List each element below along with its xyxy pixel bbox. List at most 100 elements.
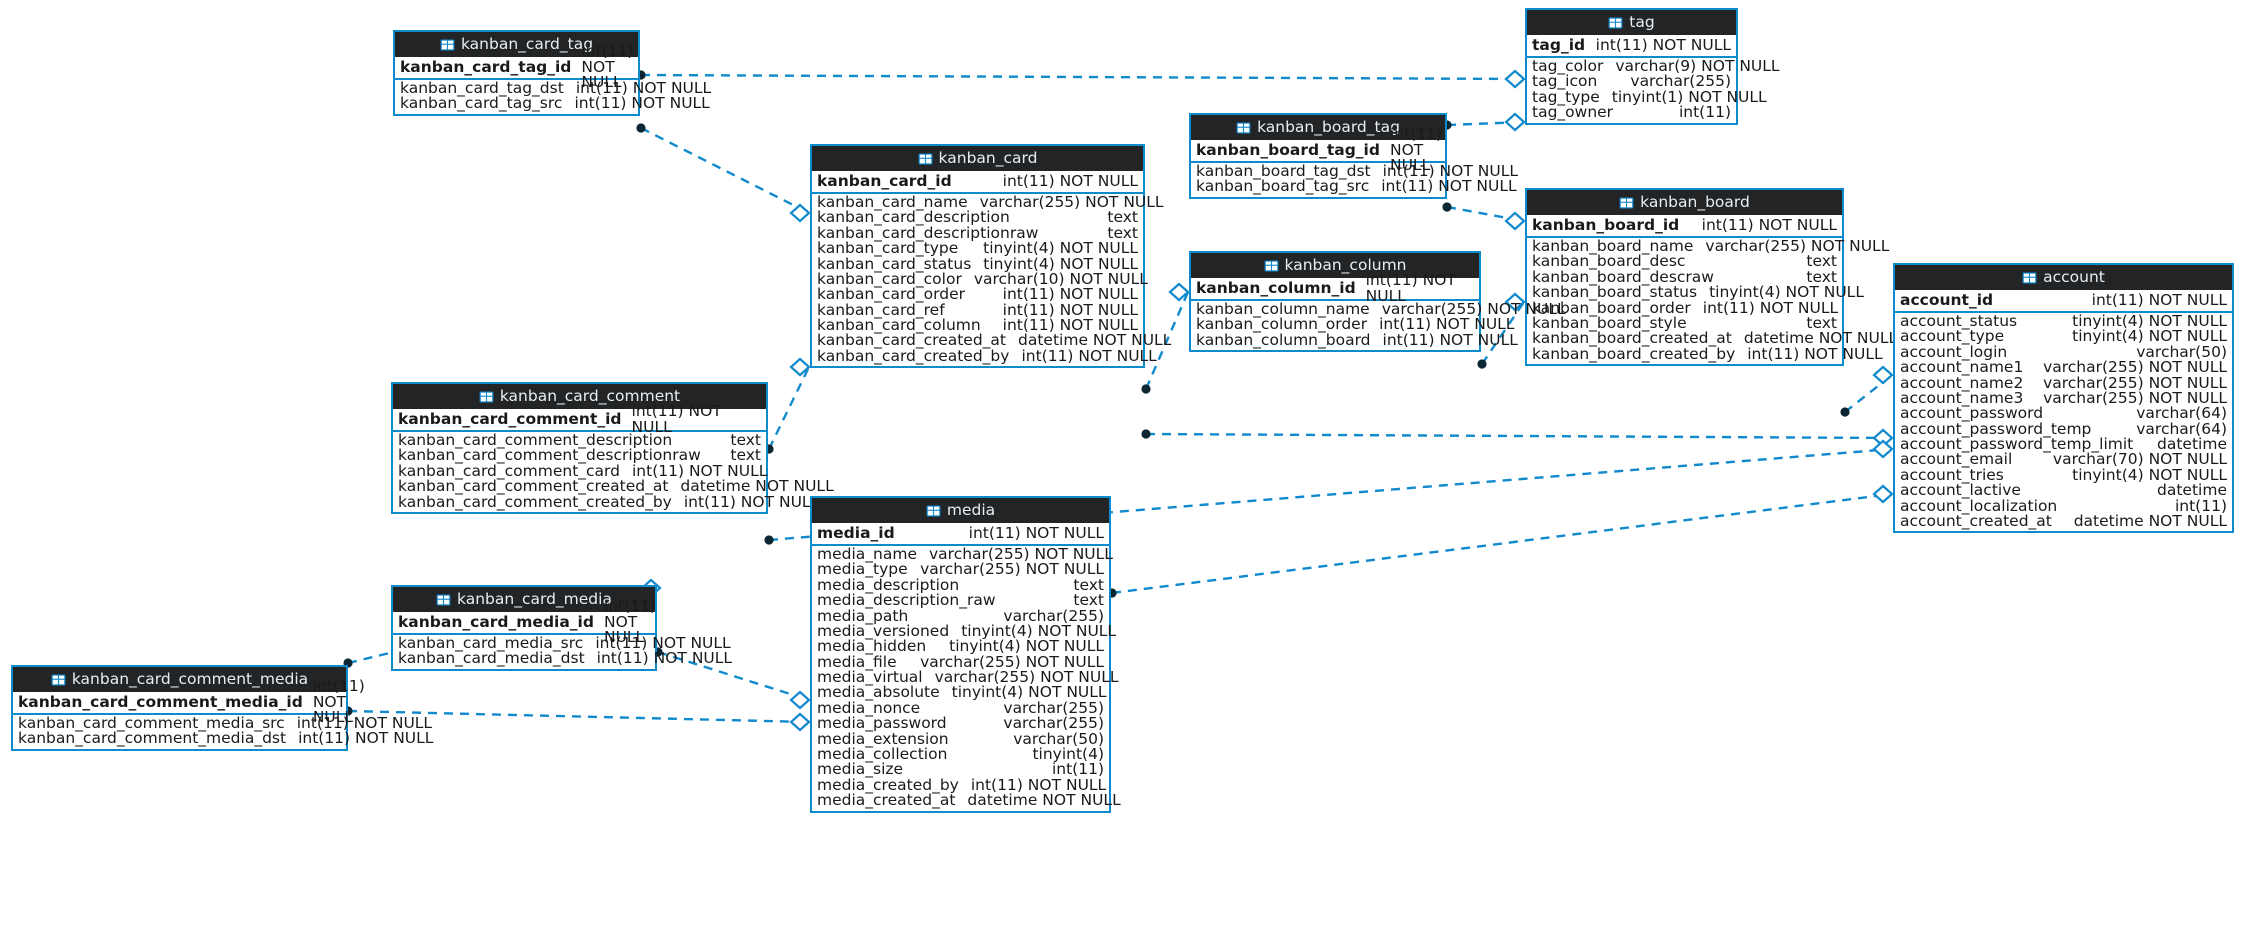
table-header-kanban_board[interactable]: kanban_board xyxy=(1527,190,1842,215)
table-header-kanban_card_comment[interactable]: kanban_card_comment xyxy=(393,384,766,409)
table-header-kanban_board_tag[interactable]: kanban_board_tag xyxy=(1191,115,1445,140)
table-header-kanban_card_tag[interactable]: kanban_card_tag xyxy=(395,32,638,57)
table-header-account[interactable]: account xyxy=(1895,265,2232,290)
table-header-kanban_card_comment_media[interactable]: kanban_card_comment_media xyxy=(13,667,346,692)
table-header-kanban_column[interactable]: kanban_column xyxy=(1191,253,1479,278)
table-title: tag xyxy=(1629,12,1655,31)
table-header-kanban_card[interactable]: kanban_card xyxy=(812,146,1143,171)
table-header-tag[interactable]: tag xyxy=(1527,10,1736,35)
column-type: varchar(64) xyxy=(2136,404,2227,423)
table-header-media[interactable]: media xyxy=(812,498,1109,523)
